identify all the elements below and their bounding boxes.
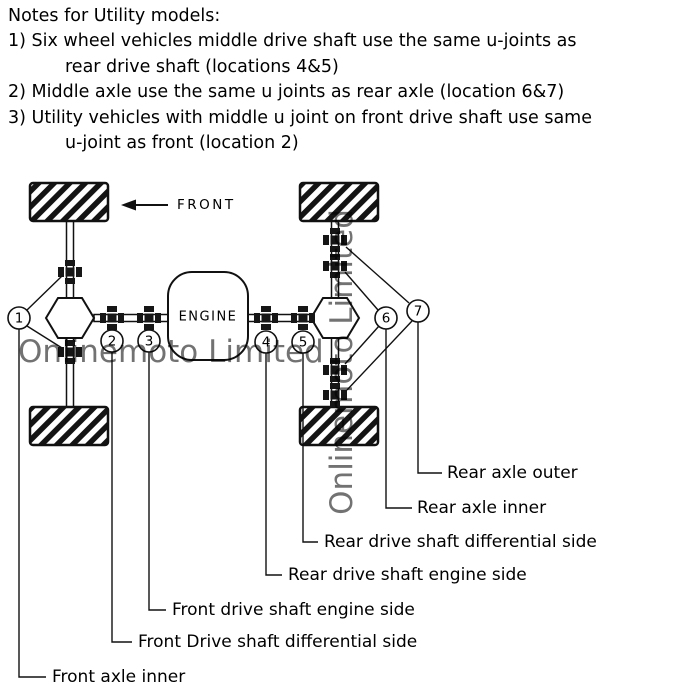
location-marker-7: 7 <box>406 299 430 323</box>
wheel-rear-top <box>298 181 380 223</box>
marker-circle-7 <box>406 299 430 323</box>
front-arrow-head-icon <box>121 199 136 211</box>
marker-number-3: 3 <box>145 334 154 350</box>
marker-number-1: 1 <box>15 311 24 327</box>
callout-line-5 <box>302 353 318 543</box>
location-marker-5: 5 <box>291 330 315 354</box>
callout-label-rear-drive-shaft-differential-side: Rear drive shaft differential side <box>324 532 597 552</box>
pointer-7-lower <box>346 320 413 391</box>
marker-number-5: 5 <box>299 335 308 351</box>
engine-label: ENGINE <box>179 310 238 325</box>
u-joint-front-shaft-engine-side <box>137 306 161 330</box>
callout-line-3 <box>148 352 166 611</box>
marker-circle-4 <box>254 330 278 354</box>
marker-circle-2 <box>100 329 124 353</box>
callout-line-7 <box>417 322 442 474</box>
marker-circle-5 <box>291 330 315 354</box>
watermark-horizontal: Onlinemoto Limited <box>18 334 324 370</box>
engine-box: ENGINE <box>167 271 249 361</box>
note-3-line-2: u-joint as front (location 2) <box>65 133 299 154</box>
wheel-rear-bottom <box>298 405 380 447</box>
callout-line-4 <box>265 353 282 576</box>
location-marker-3: 3 <box>137 329 161 353</box>
notes-block: Notes for Utility models: 1) Six wheel v… <box>8 4 592 156</box>
callout-lines <box>18 322 442 678</box>
callout-line-1 <box>18 329 46 678</box>
callout-line-2 <box>111 352 132 643</box>
callout-label-front-drive-shaft-differential-side: Front Drive shaft differential side <box>138 632 417 652</box>
pointer-7-upper <box>345 246 410 304</box>
pointer-1-upper <box>26 275 63 311</box>
wheel-front-bottom <box>28 405 110 447</box>
marker-circle-1 <box>7 306 31 330</box>
note-3-line-1: 3) Utility vehicles with middle u joint … <box>8 107 592 128</box>
rear-differential <box>309 297 361 339</box>
pointer-6-upper <box>344 271 379 311</box>
location-marker-4: 4 <box>254 330 278 354</box>
marker-number-7: 7 <box>414 304 423 320</box>
engine-outline <box>167 271 249 361</box>
callout-label-front-axle-inner: Front axle inner <box>52 667 185 687</box>
location-marker-1: 1 <box>7 306 31 330</box>
callout-labels: Rear axle outer Rear axle inner Rear dri… <box>52 463 597 687</box>
u-joint-rear-shaft-diff-side <box>291 306 315 330</box>
u-joint-rear-shaft-engine-side <box>254 306 278 330</box>
marker-pointer-lines <box>26 246 413 391</box>
front-arrow: FRONT <box>121 197 236 213</box>
note-1-line-2: rear drive shaft (locations 4&5) <box>65 56 339 77</box>
wheel-front-top <box>28 181 110 223</box>
note-1-line-1: 1) Six wheel vehicles middle drive shaft… <box>8 31 577 52</box>
marker-circle-6 <box>374 306 398 330</box>
marker-number-2: 2 <box>108 334 117 350</box>
notes-title: Notes for Utility models: <box>8 6 221 26</box>
front-differential <box>44 297 96 339</box>
marker-circle-3 <box>137 329 161 353</box>
note-2: 2) Middle axle use the same u joints as … <box>8 82 565 103</box>
front-arrow-label: FRONT <box>177 197 236 213</box>
u-joint-front-axle-inner-upper <box>58 260 82 284</box>
callout-label-rear-drive-shaft-engine-side: Rear drive shaft engine side <box>288 565 527 585</box>
marker-number-6: 6 <box>382 311 391 327</box>
callout-label-rear-axle-inner: Rear axle inner <box>417 498 546 518</box>
callout-line-6 <box>385 329 412 509</box>
watermark-vertical: Onlinemoto Limited <box>324 209 360 515</box>
location-marker-6: 6 <box>374 306 398 330</box>
marker-number-4: 4 <box>262 335 271 351</box>
location-marker-2: 2 <box>100 329 124 353</box>
pointer-1-lower <box>26 325 63 349</box>
callout-label-rear-axle-outer: Rear axle outer <box>447 463 578 483</box>
u-joint-front-shaft-diff-side <box>100 306 124 330</box>
pointer-6-lower <box>344 325 380 365</box>
callout-label-front-drive-shaft-engine-side: Front drive shaft engine side <box>172 600 415 620</box>
